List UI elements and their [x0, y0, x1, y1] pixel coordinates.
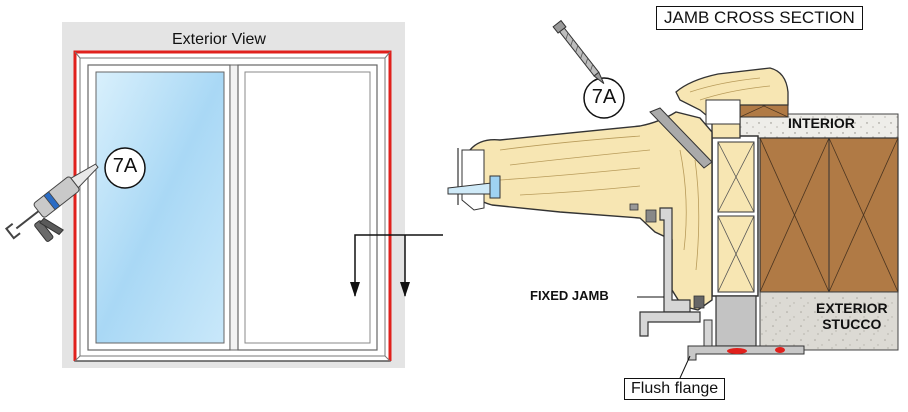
- flush-flange: [687, 345, 805, 361]
- sill-pan: [715, 295, 757, 347]
- exterior-view-label: Exterior View: [172, 31, 266, 48]
- sealant-dot-1: [727, 348, 747, 354]
- callout-7a-right: 7A: [591, 86, 617, 108]
- exterior-view-drawing: [4, 22, 443, 368]
- flush-flange-leader: [679, 355, 691, 379]
- sealant-dot-2: [775, 347, 785, 353]
- glass-pane: [95, 71, 225, 344]
- flush-flange-label: Flush flange: [624, 378, 726, 400]
- exterior-stucco-label: EXTERIOR STUCCO: [816, 300, 888, 332]
- callout-circle-right: [583, 77, 625, 119]
- exterior-label-line1: EXTERIOR: [816, 300, 888, 316]
- jamb-cross-section-title: JAMB CROSS SECTION: [656, 6, 863, 30]
- callout-7a-left: 7A: [112, 155, 138, 177]
- interior-label: INTERIOR: [788, 115, 855, 131]
- exterior-stucco: [759, 291, 899, 351]
- callout-circle-left: [104, 147, 146, 189]
- fixed-jamb-label: FIXED JAMB: [530, 288, 609, 303]
- caulk-gun-icon: [4, 163, 99, 242]
- interior-drywall: [737, 113, 899, 139]
- sealant-bead: [73, 50, 392, 361]
- jamb-profile: [469, 111, 713, 311]
- exterior-label-line2: STUCCO: [822, 316, 882, 332]
- screw-icon: [552, 19, 605, 84]
- jamb-brace: [649, 107, 713, 169]
- jamb-cross-section-drawing: [447, 19, 899, 379]
- section-cut-marker: [350, 234, 443, 297]
